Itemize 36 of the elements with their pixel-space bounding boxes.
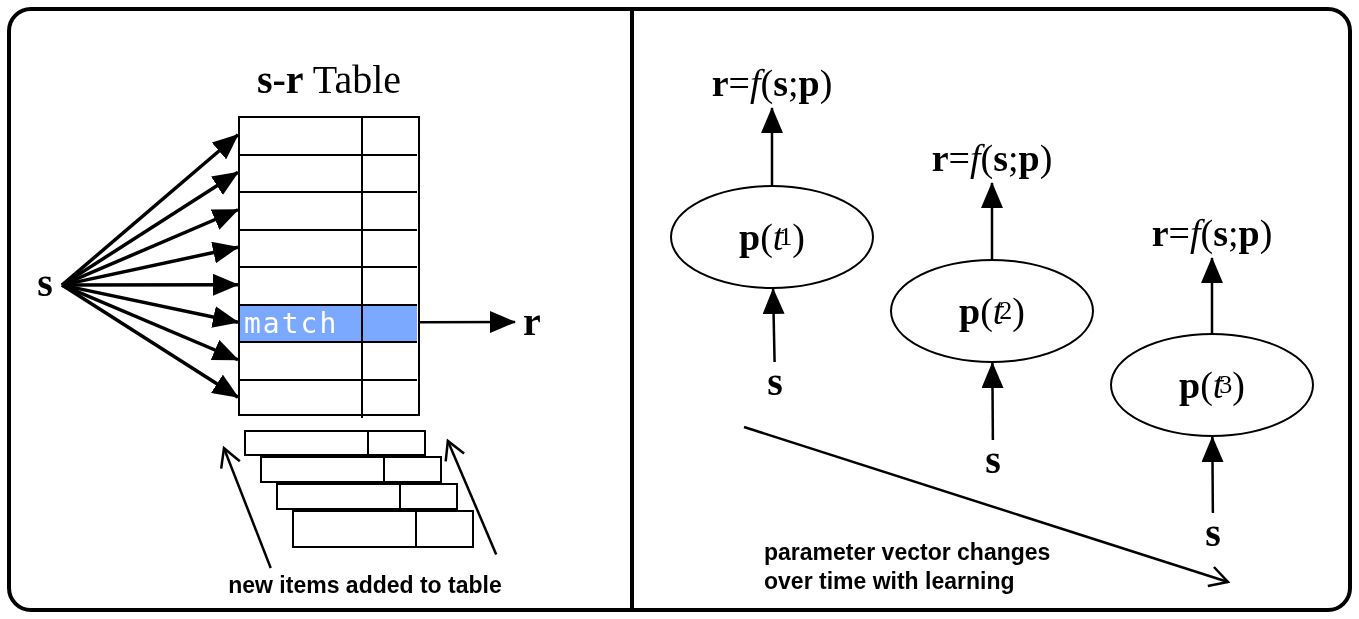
table-title: s-r Table (255, 56, 403, 103)
leader-arrow (444, 439, 498, 555)
variable-label: s (978, 440, 1008, 480)
arrow (61, 283, 239, 362)
table-row (240, 155, 417, 193)
table-entry (276, 483, 458, 510)
table-row: match (240, 305, 417, 343)
arrow (981, 362, 1004, 440)
table-row (240, 268, 417, 306)
table-row (240, 230, 417, 268)
table-row (240, 193, 417, 231)
arrow (61, 283, 239, 399)
table-entry (244, 430, 426, 456)
table-entry (260, 456, 442, 483)
arrow (61, 208, 239, 287)
arrow (420, 311, 516, 334)
variable-label: s (1198, 513, 1228, 553)
leader-arrow (219, 446, 272, 569)
arrow (61, 283, 239, 328)
arrow (1201, 257, 1223, 333)
arrow (981, 182, 1003, 259)
variable-label: s (760, 362, 790, 402)
arrow (761, 107, 783, 185)
annotation-text: parameter vector changes over time with learning (764, 538, 1052, 596)
variable-label: s (28, 262, 62, 304)
arrow (60, 133, 240, 287)
arrow (1201, 436, 1224, 513)
table-row (240, 118, 417, 156)
table-entry (292, 510, 474, 548)
variable-label: r (515, 302, 549, 342)
annotation-text: new items added to table (160, 568, 570, 602)
arrow (762, 288, 785, 363)
equation-label: r=f(s;p) (897, 133, 1087, 183)
equation-label: r=f(s;p) (677, 58, 867, 108)
equation-label: r=f(s;p) (1117, 208, 1307, 258)
table-row (240, 343, 417, 381)
